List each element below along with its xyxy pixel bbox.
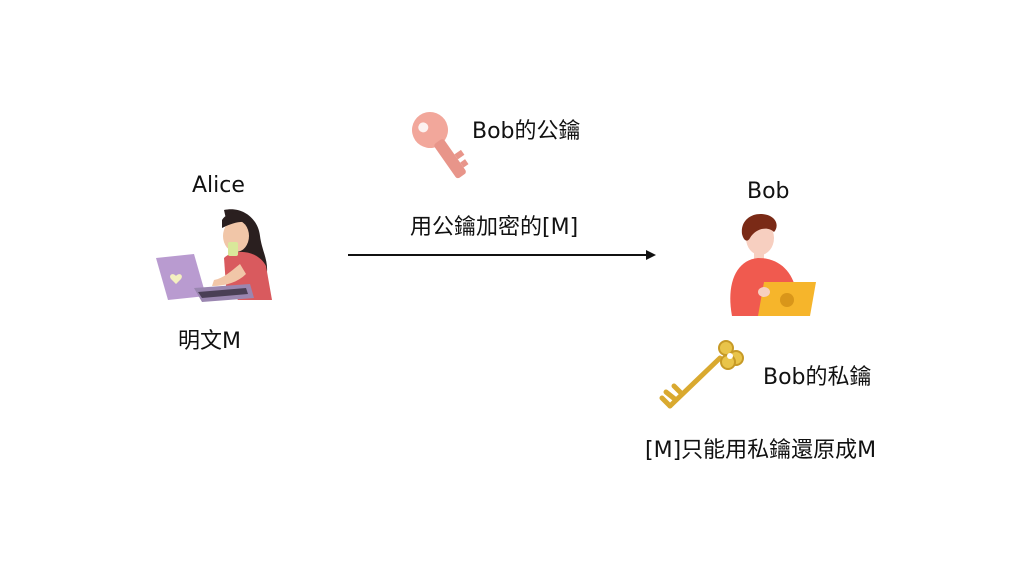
public-key-label: Bob的公鑰 [472, 119, 581, 144]
transmission-arrow [348, 250, 656, 260]
alice-illustration [156, 209, 272, 302]
private-key-label: Bob的私鑰 [763, 365, 872, 390]
bob-illustration [730, 214, 816, 316]
transmission-label: 用公鑰加密的[M] [410, 215, 579, 240]
alice-plaintext-label: 明文M [178, 329, 241, 354]
alice-name: Alice [192, 173, 245, 198]
public-key-icon [412, 112, 469, 179]
decryption-caption: [M]只能用私鑰還原成M [645, 438, 877, 463]
bob-name: Bob [747, 179, 790, 204]
private-key-icon [659, 340, 744, 409]
